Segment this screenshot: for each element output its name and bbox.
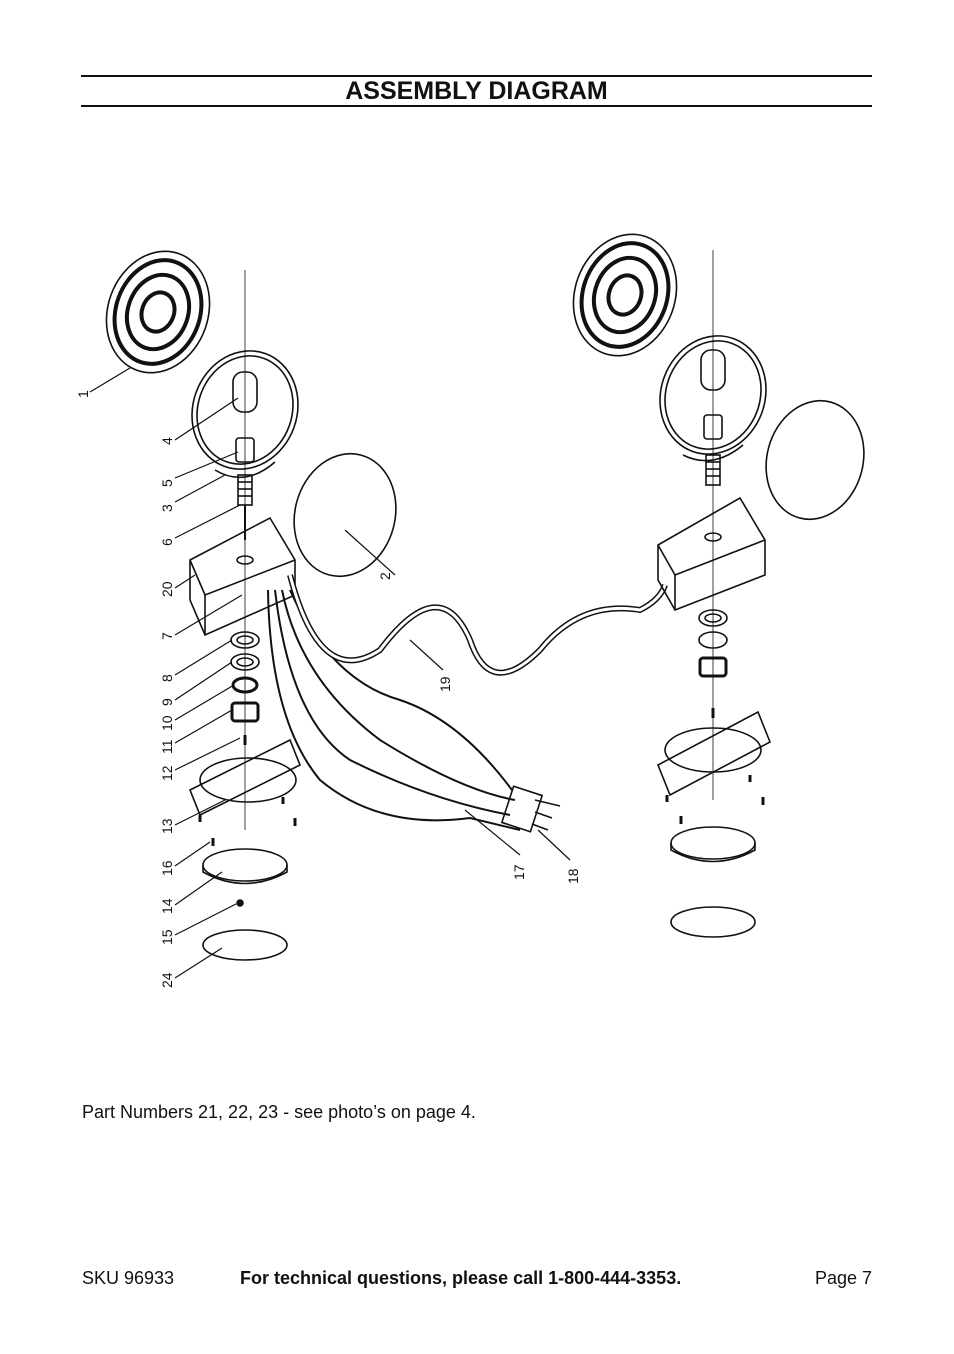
title-underline (81, 105, 872, 107)
cables (267, 574, 668, 833)
connector (500, 785, 544, 833)
right-base-disk (670, 826, 756, 860)
assembly-diagram: 1 4 5 3 6 20 7 8 9 10 11 12 13 16 14 15 … (75, 233, 865, 988)
left-reflector (191, 350, 299, 470)
page-title: ASSEMBLY DIAGRAM (345, 77, 608, 105)
part-label: 10 (159, 715, 175, 731)
part-label: 3 (159, 504, 175, 512)
part-label: 24 (159, 972, 175, 988)
part-label: 17 (511, 864, 527, 880)
leader-lines (89, 367, 571, 979)
right-reflector (659, 335, 767, 455)
left-front-lens (293, 452, 397, 578)
part-label: 8 (159, 674, 175, 682)
footer-technical-questions: For technical questions, please call 1-8… (240, 1268, 682, 1288)
right-front-lens (765, 399, 865, 521)
part-label: 18 (565, 868, 581, 884)
footer-sku: SKU 96933 (82, 1268, 175, 1288)
part-label: 16 (159, 860, 175, 876)
left-grille (105, 250, 211, 374)
top-rule (81, 75, 872, 77)
right-lamp-assembly (572, 233, 865, 938)
part-label: 5 (159, 479, 175, 487)
parts-note: Part Numbers 21, 22, 23 - see photo’s on… (82, 1102, 476, 1122)
part-label: 20 (159, 581, 175, 597)
part-label: 13 (159, 818, 175, 834)
part-label: 11 (159, 739, 175, 754)
part-label: 2 (377, 572, 393, 580)
left-lamp-assembly (105, 250, 397, 961)
footer-page-number: Page 7 (814, 1268, 872, 1288)
part-label: 1 (75, 390, 91, 398)
part-label: 7 (159, 632, 175, 640)
part-label: 6 (159, 538, 175, 546)
part-label: 4 (159, 437, 175, 445)
part-label: 19 (437, 676, 453, 692)
part-label: 9 (159, 698, 175, 706)
right-circuit-board (656, 710, 772, 797)
right-grille (572, 233, 678, 357)
part-label: 15 (159, 929, 175, 945)
left-circuit-board (188, 738, 302, 817)
part-label: 14 (159, 898, 175, 914)
part-labels: 1 4 5 3 6 20 7 8 9 10 11 12 13 16 14 15 … (75, 390, 581, 988)
right-housing-box (657, 496, 766, 611)
part-label: 12 (159, 765, 175, 781)
